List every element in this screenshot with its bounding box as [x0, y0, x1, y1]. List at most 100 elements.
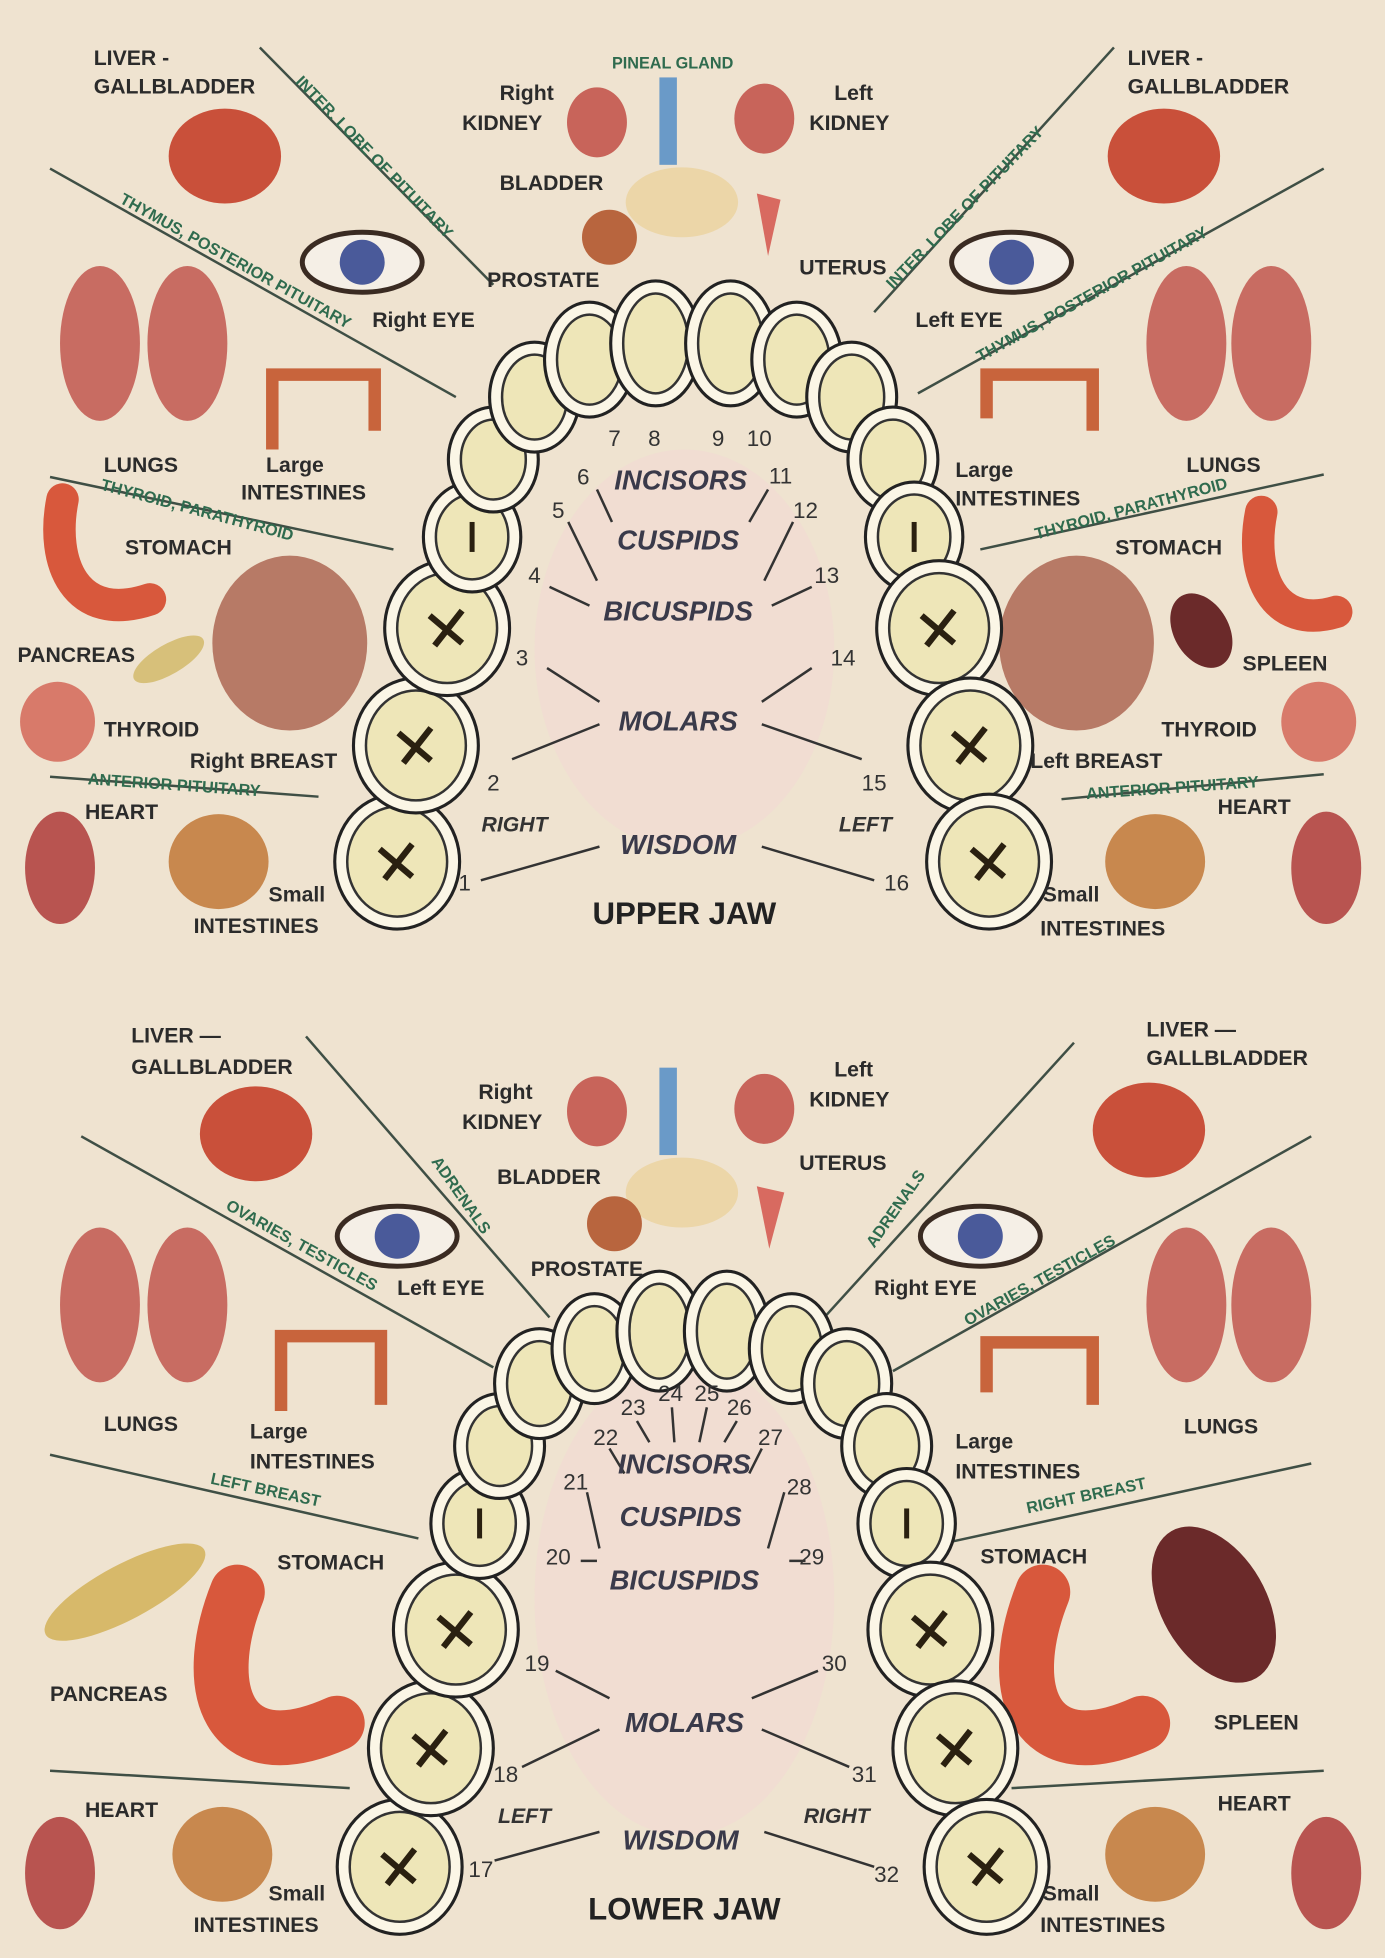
uterus-label: UTERUS: [799, 257, 886, 280]
gallbladder-label: GALLBLADDER: [94, 76, 255, 99]
bladder-label-lower: BLADDER: [497, 1166, 601, 1189]
tooth-number: 16: [884, 870, 909, 895]
kidney-icon: [734, 83, 795, 154]
small-intestines-label-lower-r: Small: [1043, 1883, 1100, 1906]
spleen-label-lower: SPLEEN: [1214, 1711, 1299, 1734]
kidney-icon: [734, 1073, 795, 1144]
tooth-number: 15: [862, 770, 887, 795]
right-kidney-label-lower-2: KIDNEY: [462, 1111, 542, 1134]
large-intestines-label-lower-2: INTESTINES: [250, 1451, 375, 1474]
tooth-number: 23: [621, 1395, 646, 1420]
side-left-label: LEFT: [839, 814, 894, 837]
bladder-icon: [625, 167, 739, 238]
tooth-number: 22: [593, 1425, 618, 1450]
tooth-number: 12: [793, 498, 818, 523]
breast-icon: [999, 555, 1154, 731]
gland-connector-line: [917, 167, 1325, 395]
breast-icon: [212, 555, 368, 731]
spleen-icon: [1170, 593, 1233, 668]
lungs-icon: [1146, 1227, 1227, 1383]
palate-shading: [534, 449, 835, 850]
large-intestines-label-lower: Large: [250, 1421, 308, 1444]
large-intestine-icon: [980, 1336, 1099, 1405]
stomach-icon: [43, 483, 167, 622]
group-molars: MOLARS: [619, 706, 739, 737]
tooth-group-connector: [555, 1669, 611, 1700]
thyroid-icon: [1281, 681, 1357, 762]
tooth-number: 11: [769, 463, 792, 488]
tooth-group-connector: [670, 1407, 676, 1443]
spleen-icon: [1151, 1526, 1277, 1683]
gallbladder-label-lower: GALLBLADDER: [131, 1056, 292, 1079]
tooth-number: 1: [458, 870, 471, 895]
tooth-group-connector: [761, 1728, 850, 1769]
tooth-number: 17: [468, 1857, 493, 1882]
gland-connector-line: [873, 46, 1115, 314]
small-intestine-icon: [168, 814, 269, 910]
tooth-group-connector: [763, 521, 795, 582]
group-incisors-lower: INCISORS: [618, 1448, 751, 1479]
left-breast-label: Left BREAST: [1030, 750, 1162, 773]
lungs-icon: [1146, 265, 1227, 421]
tooth-group-connector: [763, 1830, 875, 1869]
group-wisdom-lower: WISDOM: [623, 1824, 740, 1855]
molar-fissure-icon: [950, 726, 988, 765]
lungs-label-lower: LUNGS: [104, 1413, 178, 1436]
group-bicuspids: BICUSPIDS: [603, 596, 753, 627]
left-eye-label: Left EYE: [915, 309, 1002, 332]
small-intestines-label-lower-2: INTESTINES: [194, 1914, 319, 1937]
large-intestine-icon: [274, 1329, 388, 1412]
organ-illustrations: [20, 77, 1362, 1930]
gland-connector-line: [948, 1462, 1312, 1544]
tooth-number: 24: [658, 1381, 683, 1406]
liver-label: LIVER -: [94, 47, 169, 70]
tooth-number: 10: [747, 426, 772, 451]
heart-icon: [25, 1816, 95, 1930]
group-molars-lower: MOLARS: [625, 1707, 745, 1738]
gland-connector-line: [823, 1041, 1075, 1319]
group-cuspids-lower: CUSPIDS: [620, 1501, 743, 1532]
tooth-group-connector: [771, 585, 813, 607]
gland-connector-line: [892, 1135, 1312, 1373]
lower-jaw-title: LOWER JAW: [588, 1891, 781, 1926]
group-wisdom: WISDOM: [620, 829, 737, 860]
small-intestines-label-lower-r-2: INTESTINES: [1040, 1914, 1165, 1937]
stomach-label-lower: STOMACH: [277, 1552, 384, 1575]
teeth: [333, 279, 1054, 1936]
gland-connector-line: [305, 1035, 551, 1319]
tooth-group-connector: [521, 1728, 601, 1769]
tooth-number: 31: [852, 1762, 877, 1787]
lungs-label-lower-r: LUNGS: [1184, 1416, 1258, 1439]
tooth-crown-25: [695, 1282, 759, 1380]
group-incisors: INCISORS: [614, 465, 747, 496]
lungs-label-r: LUNGS: [1186, 454, 1260, 477]
tooth-group-connector: [751, 1669, 819, 1700]
tooth-crown-24: [628, 1282, 691, 1380]
large-intestine-icon: [266, 368, 381, 450]
pineal-gland-label: PINEAL GLAND: [612, 55, 734, 73]
lungs-icon: [147, 265, 228, 421]
left-eye-label-lower: Left EYE: [397, 1277, 484, 1300]
tooth-number: 30: [822, 1651, 847, 1676]
group-cuspids: CUSPIDS: [617, 524, 740, 555]
iris-icon: [957, 1213, 1003, 1259]
lungs-icon: [1231, 265, 1312, 421]
tooth-number: 13: [814, 563, 839, 588]
right-kidney-label-lower: Right: [478, 1081, 532, 1104]
small-intestines-label-lower: Small: [269, 1883, 326, 1906]
molar-fissure-icon: [910, 1610, 948, 1649]
tooth-number: 19: [525, 1651, 550, 1676]
right-eye-label: Right EYE: [372, 309, 475, 332]
heart-label-lower: HEART: [85, 1799, 158, 1822]
tooth-group-connector: [494, 1830, 600, 1862]
heart-icon: [25, 811, 95, 925]
kidney-icon: [567, 1076, 627, 1147]
large-intestines-label-lower-r: Large: [955, 1431, 1013, 1454]
uterus-label-lower: UTERUS: [799, 1152, 886, 1175]
right-breast-label: Right BREAST: [190, 750, 337, 773]
large-intestines-label: Large: [266, 454, 324, 477]
aorta-icon: [659, 1067, 677, 1156]
tooth-number: 21: [563, 1470, 588, 1495]
left-kidney-label: Left: [834, 82, 873, 105]
